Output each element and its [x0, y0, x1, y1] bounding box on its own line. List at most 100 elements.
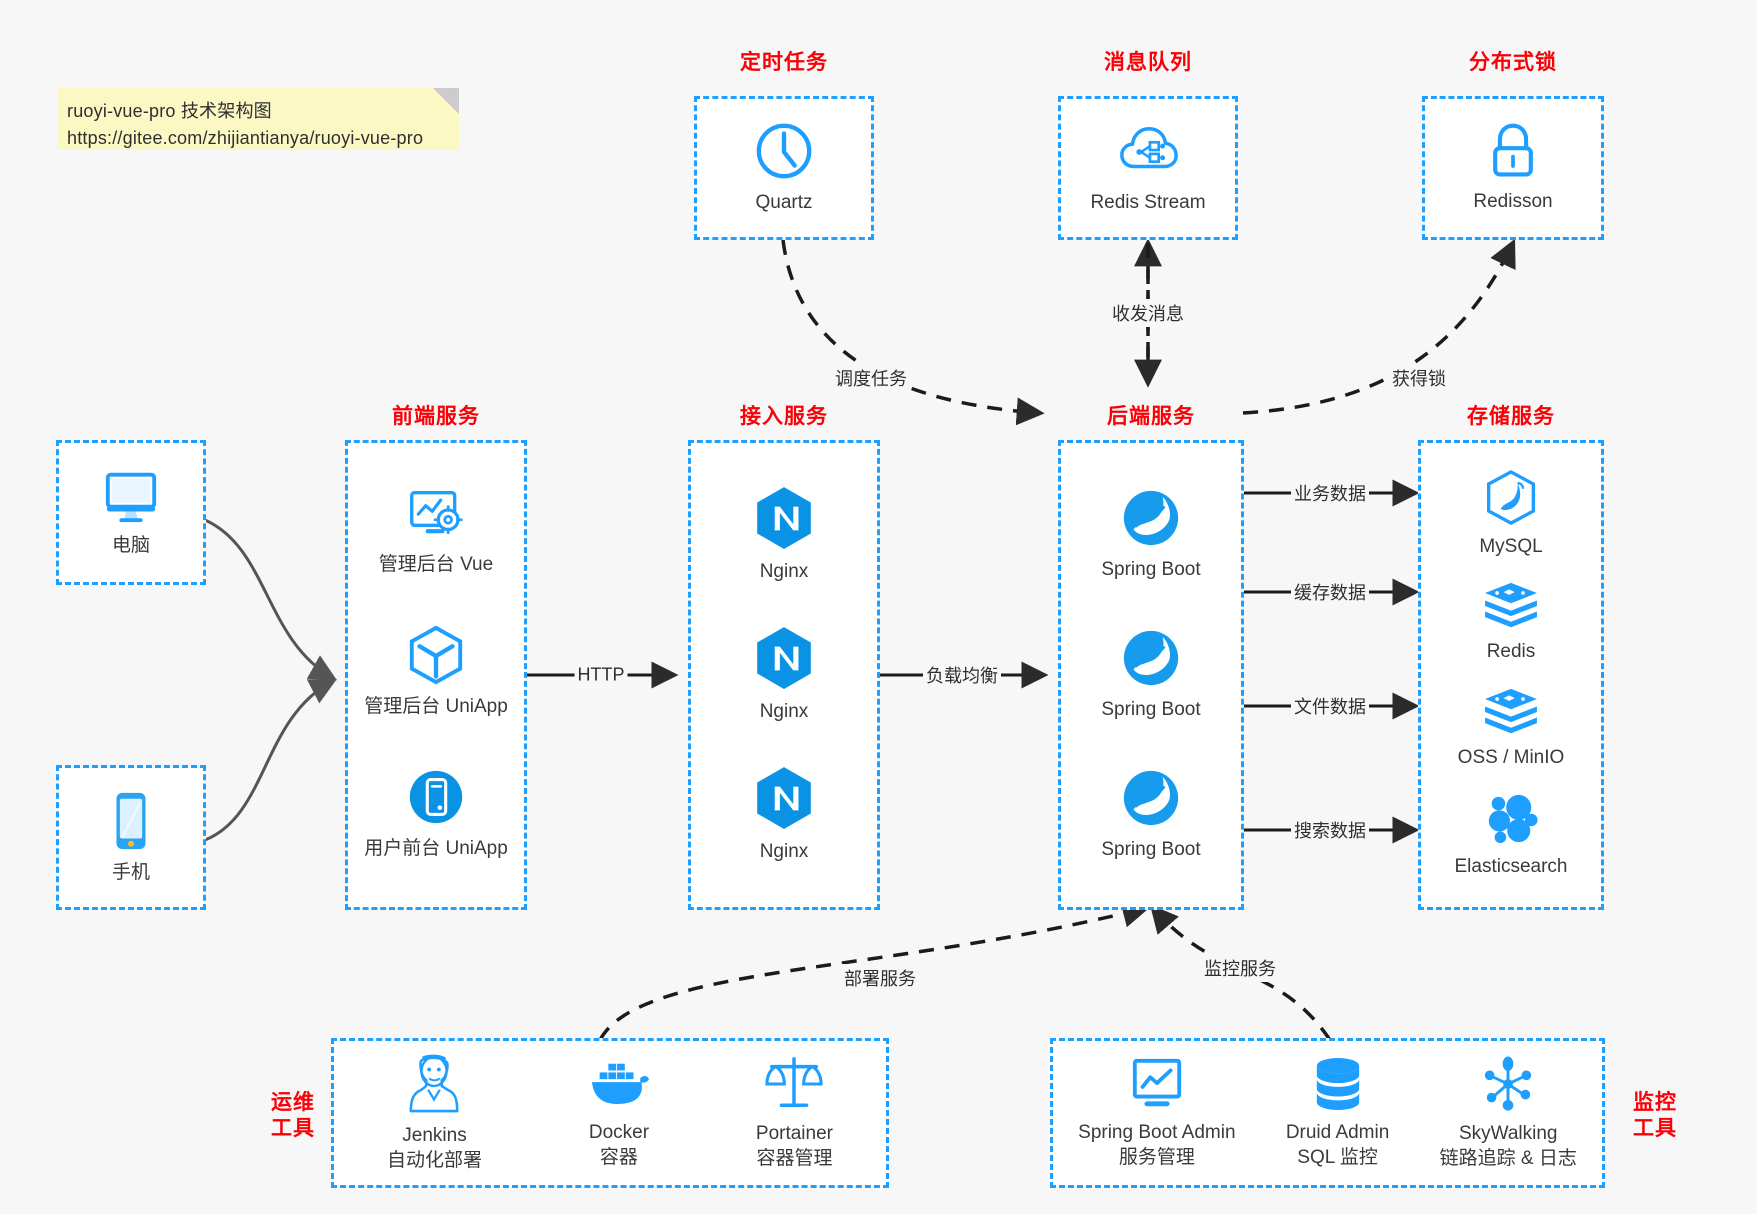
- node-label: Nginx: [759, 701, 809, 723]
- mobile-circle-icon: [405, 766, 467, 828]
- docker-whale-icon: [588, 1056, 650, 1112]
- node-oss-minio[interactable]: OSS / MinIO: [1457, 687, 1565, 771]
- cloud-network-icon: [1117, 120, 1179, 182]
- node-label: Spring Boot: [1101, 699, 1201, 721]
- node-admin-vue[interactable]: 管理后台 Vue: [379, 488, 493, 578]
- lock-icon: [1484, 121, 1542, 181]
- note-sticky: ruoyi-vue-pro 技术架构图 https://gitee.com/zh…: [57, 88, 459, 150]
- node-label: Spring Boot Admin: [1078, 1121, 1236, 1143]
- group-title-devops-line-2: 工具: [271, 1117, 315, 1141]
- node-sublabel: 服务管理: [1118, 1146, 1195, 1168]
- node-spring-boot-admin[interactable]: Spring Boot Admin 服务管理: [1078, 1056, 1236, 1170]
- node-nginx-2[interactable]: Nginx: [753, 625, 815, 725]
- group-box-client-mobile: 手机: [56, 765, 206, 910]
- node-sublabel: 容器管理: [756, 1147, 833, 1169]
- group-title-frontend: 前端服务: [392, 405, 480, 428]
- node-admin-uniapp[interactable]: 管理后台 UniApp: [364, 624, 508, 720]
- node-label: Spring Boot: [1101, 559, 1201, 581]
- edge-label-http: HTTP: [574, 663, 628, 687]
- edge-label-biz-data: 业务数据: [1291, 479, 1369, 507]
- edge-label-search-data: 搜索数据: [1291, 816, 1369, 844]
- group-title-message-queue: 消息队列: [1104, 51, 1192, 74]
- monitor-chart-icon: [1128, 1056, 1186, 1112]
- group-title-distributed-lock: 分布式锁: [1469, 51, 1557, 74]
- edge-label-deploy: 部署服务: [841, 964, 919, 992]
- node-label: Redis: [1486, 641, 1536, 663]
- node-redisson[interactable]: Redisson: [1473, 121, 1553, 215]
- node-label: Spring Boot: [1101, 839, 1201, 861]
- node-spring-boot-1[interactable]: Spring Boot: [1101, 487, 1201, 583]
- group-title-scheduler: 定时任务: [740, 51, 828, 74]
- node-nginx-3[interactable]: Nginx: [753, 765, 815, 865]
- edge-label-load-balance: 负载均衡: [923, 661, 1001, 689]
- node-portainer[interactable]: Portainer 容器管理: [756, 1055, 833, 1171]
- group-box-backend: Spring Boot Spring Boot Spring Boot: [1058, 440, 1244, 910]
- group-box-message-queue: Redis Stream: [1058, 96, 1238, 240]
- node-sublabel: 链路追踪 & 日志: [1439, 1147, 1577, 1169]
- node-elasticsearch[interactable]: Elasticsearch: [1455, 792, 1568, 880]
- node-skywalking[interactable]: SkyWalking 链路追踪 & 日志: [1440, 1055, 1577, 1171]
- group-box-storage: MySQL Redis: [1418, 440, 1604, 910]
- node-label: Druid Admin: [1285, 1121, 1390, 1143]
- group-box-gateway: Nginx Nginx Nginx: [688, 440, 880, 910]
- node-spring-boot-2[interactable]: Spring Boot: [1101, 627, 1201, 723]
- node-redis-stream[interactable]: Redis Stream: [1090, 120, 1206, 216]
- node-label: 用户前台 UniApp: [364, 838, 508, 860]
- node-mysql[interactable]: MySQL: [1479, 469, 1543, 560]
- nginx-icon: [753, 765, 815, 831]
- group-title-gateway: 接入服务: [740, 405, 828, 428]
- node-label: 电脑: [111, 534, 150, 556]
- node-label: MySQL: [1479, 535, 1543, 557]
- redis-stack-icon: [1483, 581, 1539, 631]
- group-box-client-desktop: 电脑: [56, 440, 206, 585]
- node-label: Portainer: [755, 1122, 833, 1144]
- spring-boot-icon: [1120, 627, 1182, 689]
- database-cylinder-icon: [1312, 1056, 1364, 1112]
- spring-boot-icon: [1120, 767, 1182, 829]
- elasticsearch-icon: [1483, 792, 1539, 846]
- note-fold-corner: [433, 88, 459, 114]
- group-title-monitoring-line-1: 监控: [1633, 1091, 1677, 1114]
- jenkins-butler-icon: [405, 1053, 463, 1115]
- node-label: Quartz: [755, 192, 813, 214]
- node-label: Elasticsearch: [1454, 856, 1568, 878]
- edge-label-monitor: 监控服务: [1201, 954, 1279, 982]
- node-redis[interactable]: Redis: [1483, 581, 1539, 665]
- node-label: Docker: [588, 1121, 650, 1143]
- note-text: ruoyi-vue-pro 技术架构图 https://gitee.com/zh…: [67, 98, 449, 152]
- node-mobile[interactable]: 手机: [109, 790, 153, 886]
- node-docker[interactable]: Docker 容器: [588, 1056, 650, 1170]
- node-spring-boot-3[interactable]: Spring Boot: [1101, 767, 1201, 863]
- mysql-dolphin-icon: [1484, 469, 1538, 526]
- hexagon-cube-icon: [405, 624, 467, 686]
- group-title-monitoring: 监控 工具: [1620, 1090, 1690, 1143]
- node-druid-admin[interactable]: Druid Admin SQL 监控: [1285, 1056, 1390, 1170]
- node-sublabel: SQL 监控: [1297, 1146, 1378, 1168]
- node-quartz[interactable]: Quartz: [753, 120, 815, 216]
- clock-icon: [753, 120, 815, 182]
- group-title-storage: 存储服务: [1467, 405, 1555, 428]
- node-user-uniapp[interactable]: 用户前台 UniApp: [364, 766, 508, 862]
- edge-label-cache-data: 缓存数据: [1291, 578, 1369, 606]
- node-label: 管理后台 Vue: [378, 554, 494, 576]
- group-box-devops: Jenkins 自动化部署 Docker: [331, 1038, 889, 1188]
- scales-balance-icon: [764, 1055, 824, 1113]
- node-label: 手机: [111, 861, 150, 883]
- redis-stack-icon: [1483, 687, 1539, 737]
- node-label: OSS / MinIO: [1457, 746, 1565, 768]
- edge-label-file-data: 文件数据: [1291, 692, 1369, 720]
- nginx-icon: [753, 485, 815, 551]
- node-jenkins[interactable]: Jenkins 自动化部署: [387, 1053, 482, 1173]
- node-label: Nginx: [759, 561, 809, 583]
- node-desktop[interactable]: 电脑: [100, 467, 162, 559]
- nginx-icon: [753, 625, 815, 691]
- node-nginx-1[interactable]: Nginx: [753, 485, 815, 585]
- node-label: Redis Stream: [1090, 192, 1206, 214]
- node-label: 管理后台 UniApp: [364, 696, 508, 718]
- note-line-2: https://gitee.com/zhijiantianya/ruoyi-vu…: [67, 128, 424, 148]
- node-sublabel: 容器: [599, 1146, 638, 1168]
- group-box-frontend: 管理后台 Vue 管理后台 UniApp 用户前台 UniApp: [345, 440, 527, 910]
- node-sublabel: 自动化部署: [386, 1149, 482, 1171]
- node-label: Jenkins: [402, 1124, 467, 1146]
